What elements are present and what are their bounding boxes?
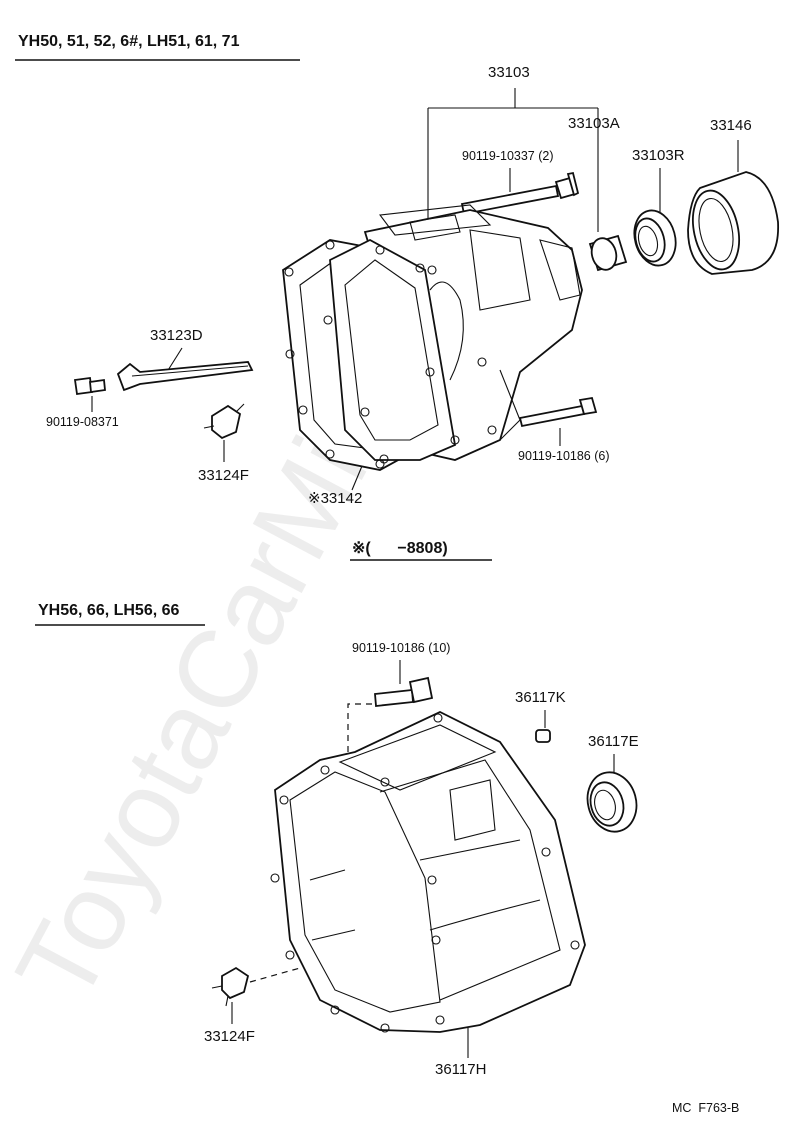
leader-33142 [351, 465, 363, 491]
label-36117H: 36117H [435, 1061, 486, 1078]
top-footnote: ※( −8808) [352, 540, 448, 557]
dashed-guide-bolt [347, 703, 372, 760]
bracket-33103 [427, 88, 599, 232]
bolt-10186-10 [374, 676, 434, 707]
label-33146: 33146 [710, 117, 752, 134]
cover-33146 [687, 171, 779, 275]
figure-code: MC F763-B [672, 1101, 739, 1115]
label-36117E: 36117E [588, 733, 639, 750]
top-section-header: YH50, 51, 52, 6#, LH51, 61, 71 [18, 33, 240, 50]
transmission-case-36117H [270, 710, 586, 1033]
bolt-08371 [73, 376, 106, 396]
dashed-guide-clip [249, 967, 301, 983]
seal-33103R [633, 209, 677, 267]
label-bolt-10186-6: 90119-10186 (6) [518, 449, 610, 463]
label-36117K: 36117K [515, 689, 566, 706]
bottom-section-header: YH56, 66, LH56, 66 [38, 602, 180, 619]
label-bolt-10337: 90119-10337 (2) [462, 149, 554, 163]
seal-36117E [586, 771, 638, 833]
clip-33124F-top [203, 403, 245, 440]
label-33103R: 33103R [632, 147, 685, 164]
housing-flange [323, 238, 460, 464]
plate-33123D [116, 361, 254, 392]
label-33124F-bottom: 33124F [204, 1028, 255, 1045]
label-33103: 33103 [488, 64, 530, 81]
clip-33124F-bottom [211, 966, 250, 1007]
label-bolt-08371: 90119-08371 [46, 415, 119, 429]
bolt-10337 [460, 171, 580, 216]
label-bolt-10186-10: 90119-10186 (10) [352, 641, 450, 655]
label-33103A: 33103A [568, 115, 620, 132]
pin-36117K [535, 729, 551, 743]
bolt-10186-6 [518, 396, 598, 428]
sleeve-33103A [588, 234, 628, 272]
label-33123D: 33123D [150, 327, 203, 344]
label-33142: ※33142 [308, 490, 362, 507]
label-33124F-top: 33124F [198, 467, 249, 484]
